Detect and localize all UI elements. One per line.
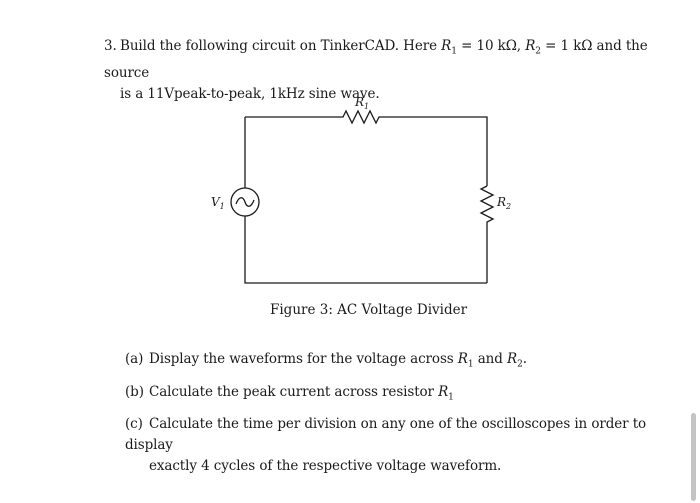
part-b-r1: R [438, 383, 449, 400]
sub-questions: (a) Display the waveforms for the voltage… [125, 349, 665, 483]
r1-symbol: R [441, 38, 452, 54]
problem-line-1: 3.Build the following circuit on TinkerC… [104, 36, 664, 84]
part-a-end: . [522, 351, 527, 367]
bottom-wire [244, 216, 487, 284]
part-a-r1: R [457, 351, 468, 367]
figure-caption: Figure 3: AC Voltage Divider [270, 302, 468, 318]
part-b: (b) Calculate the peak current across res… [125, 382, 665, 409]
problem-text-1: Build the following circuit on TinkerCAD… [120, 38, 442, 54]
part-a-r1-sub: 1 [467, 359, 474, 370]
r2-label: R2 [496, 195, 511, 211]
part-c-line-1: Calculate the time per division on any o… [125, 416, 647, 454]
part-b-label: (b) [125, 383, 144, 400]
part-a-text: Display the waveforms for the voltage ac… [149, 351, 458, 367]
ac-source-circle [230, 187, 260, 217]
r1-value: = 10 kΩ, [456, 38, 526, 54]
problem-line-2: is a 11Vpeak-to-peak, 1kHz sine wave. [120, 85, 380, 102]
r2-resistor [479, 185, 495, 283]
part-a-r2-sub: 2 [517, 359, 523, 370]
question-number: 3. [104, 38, 117, 54]
scrollbar-thumb[interactable] [691, 413, 696, 501]
r2-subscript: 2 [535, 46, 541, 57]
source-label: V1 [211, 195, 225, 211]
r2-value: = 1 kΩ and the source [104, 38, 648, 81]
part-a-r2: R [506, 351, 518, 367]
part-c-line-2: exactly 4 cycles of the respective volta… [149, 458, 502, 475]
part-a-label: (a) [125, 351, 144, 367]
r1-subscript: 1 [451, 46, 457, 57]
sine-wave-icon [235, 197, 255, 207]
part-c-label: (c) [125, 416, 143, 433]
r2-symbol: R [525, 38, 536, 54]
top-wire [245, 109, 488, 186]
part-c: (c)Calculate the time per division on an… [125, 414, 665, 477]
part-a: (a) Display the waveforms for the voltage… [125, 349, 665, 376]
r1-label: R1 [354, 95, 369, 111]
part-b-text: Calculate the peak current across resist… [149, 383, 439, 400]
problem-statement: 3.Build the following circuit on TinkerC… [104, 36, 664, 105]
part-b-r1-sub: 1 [448, 392, 454, 403]
part-a-mid: and [473, 351, 507, 367]
